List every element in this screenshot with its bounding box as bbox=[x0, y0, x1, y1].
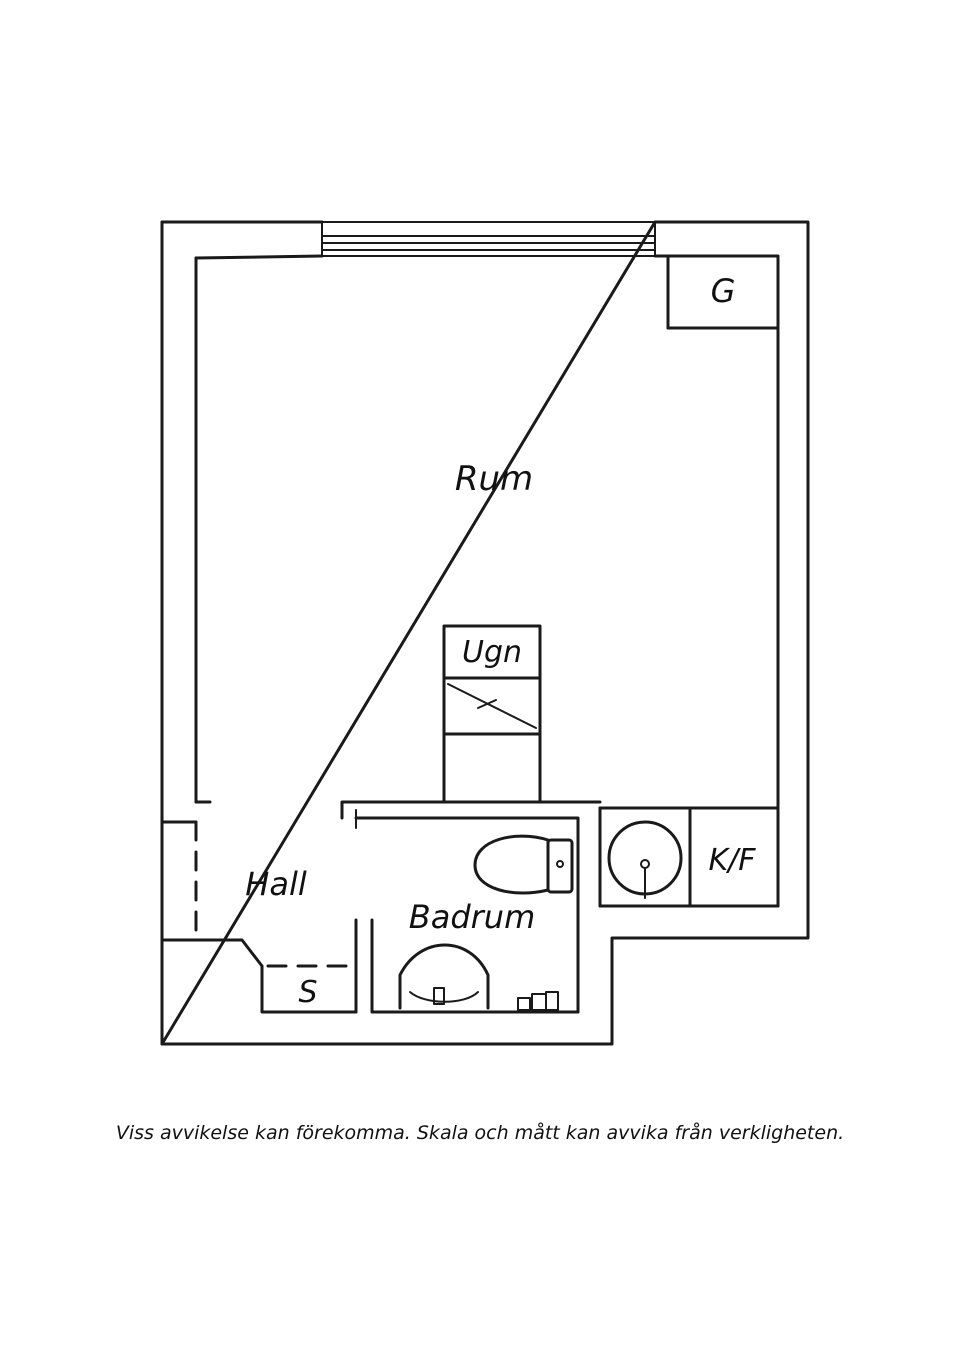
fridge-freezer-unit bbox=[598, 806, 780, 908]
oven-label: Ugn bbox=[462, 635, 522, 670]
hall-label: Hall bbox=[245, 865, 307, 903]
room-main-label: Rum bbox=[455, 459, 533, 499]
entry-wall-ticks bbox=[160, 800, 264, 968]
bathroom-wall-left bbox=[354, 918, 580, 1014]
wardrobe-label: G bbox=[711, 272, 736, 310]
bath-taps bbox=[517, 991, 559, 1011]
fridge-freezer-label: K/F bbox=[708, 843, 756, 878]
storage-wall bbox=[260, 964, 358, 1014]
disclaimer-text: Viss avvikelse kan förekomma. Skala och … bbox=[115, 1122, 845, 1144]
toilet bbox=[473, 834, 574, 895]
bathroom-sink bbox=[398, 943, 490, 1010]
window bbox=[321, 221, 656, 257]
storage-label: S bbox=[298, 975, 317, 1010]
partition-wall bbox=[340, 800, 602, 1014]
wardrobe-box bbox=[666, 254, 780, 330]
bathroom-label: Badrum bbox=[409, 898, 535, 936]
